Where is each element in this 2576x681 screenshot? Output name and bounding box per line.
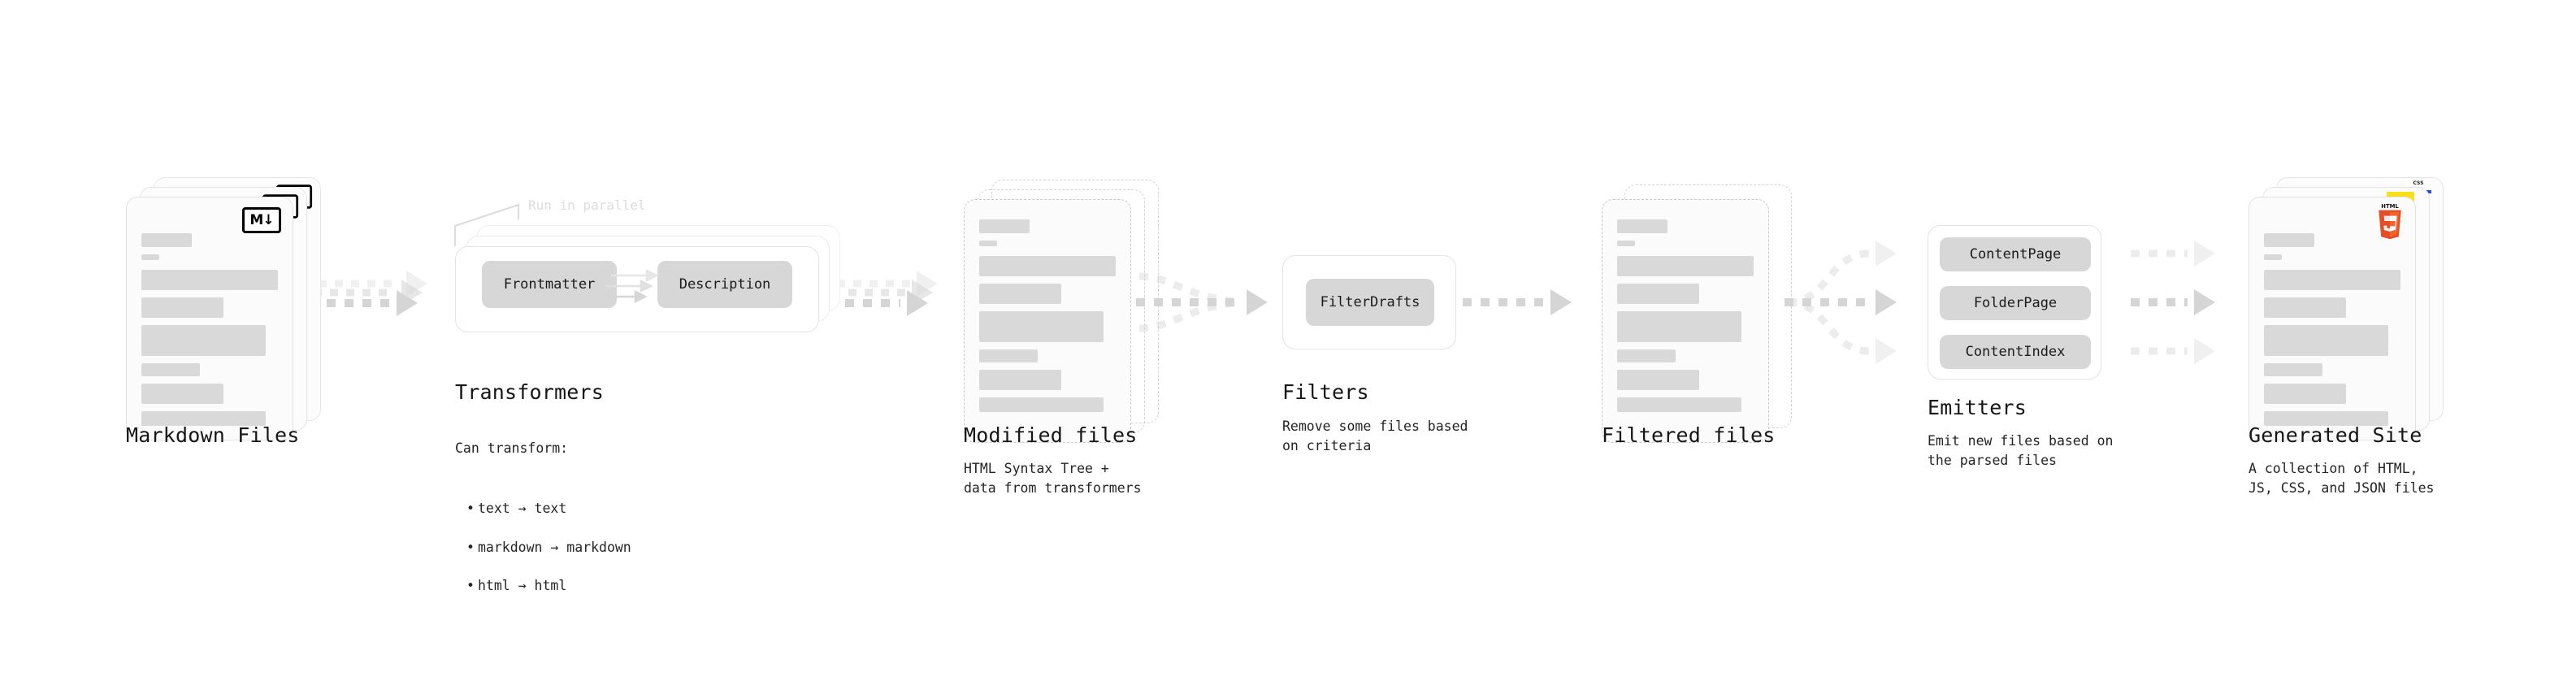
skeleton-bars <box>141 233 278 433</box>
markdown-icon: M↓ <box>242 207 281 233</box>
skeleton-bars <box>2264 233 2400 433</box>
filters-caption: Remove some files based on criteria <box>1282 419 1468 453</box>
page-title-markdown-files: Markdown Files <box>126 423 300 447</box>
list-item: text → text <box>466 499 631 518</box>
generated-file-card-front: HTML <box>2249 197 2416 440</box>
transformers-caption-lead: Can transform: <box>455 440 569 456</box>
filtered-file-card-front <box>1602 199 1769 443</box>
arrow-filters-to-filtered <box>1463 289 1572 315</box>
arrow-markdown-to-transformers <box>309 271 427 316</box>
modified-files-caption: HTML Syntax Tree + data from transformer… <box>964 461 1142 496</box>
svg-text:HTML: HTML <box>2381 204 2399 210</box>
page-title-modified-files: Modified files <box>964 423 1138 447</box>
page-title-filters: Filters <box>1282 380 1369 404</box>
transformers-caption-list: text → text markdown → markdown html → h… <box>455 479 631 615</box>
transformer-node-frontmatter[interactable]: Frontmatter <box>482 261 617 308</box>
html5-icon: HTML <box>2374 203 2405 240</box>
generated-site-caption: A collection of HTML, JS, CSS, and JSON … <box>2249 461 2435 496</box>
transformers-caption: Can transform: text → text markdown → ma… <box>455 419 631 635</box>
page-title-filtered-files: Filtered files <box>1602 423 1776 447</box>
arrow-emitters-to-site <box>2131 241 2215 364</box>
emitter-node-contentpage[interactable]: ContentPage <box>1940 237 2091 271</box>
transformer-group-front: Frontmatter Description <box>455 246 819 332</box>
page-title-generated-site: Generated Site <box>2249 423 2422 447</box>
filter-node-filterdrafts[interactable]: FilterDrafts <box>1306 279 1434 326</box>
filters-group: FilterDrafts <box>1282 255 1456 349</box>
transformer-node-description[interactable]: Description <box>657 261 792 308</box>
page-title-transformers: Transformers <box>455 380 605 404</box>
skeleton-bars <box>979 219 1116 419</box>
skeleton-bars <box>1617 219 1754 419</box>
emitters-caption: Emit new files based on the parsed files <box>1928 433 2114 468</box>
run-in-parallel-annotation: Run in parallel <box>528 197 646 213</box>
arrow-filtered-to-emitters <box>1785 241 1897 364</box>
list-item: html → html <box>466 576 631 596</box>
list-item: markdown → markdown <box>466 538 631 557</box>
page-title-emitters: Emitters <box>1928 396 2027 419</box>
markdown-file-card-front: M↓ <box>126 197 293 440</box>
emitter-node-folderpage[interactable]: FolderPage <box>1940 286 2091 320</box>
emitter-node-contentindex[interactable]: ContentIndex <box>1940 335 2091 369</box>
emitters-group: ContentPage FolderPage ContentIndex <box>1928 225 2101 380</box>
modified-file-card-front <box>964 199 1131 443</box>
arrow-transformers-to-modified <box>827 271 938 316</box>
